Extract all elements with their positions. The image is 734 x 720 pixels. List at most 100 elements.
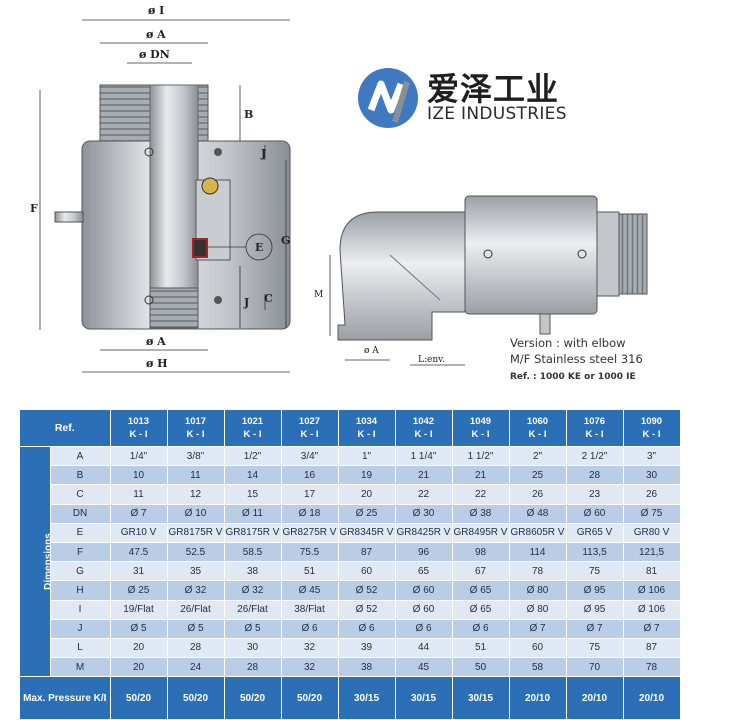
- label-phi-a-elbow: ø A: [364, 346, 379, 356]
- table-cell: 60: [338, 561, 396, 582]
- table-cell: 98: [452, 542, 510, 563]
- dimensions-side-text: Dimensions: [42, 533, 54, 590]
- label-c: C: [264, 292, 273, 305]
- table-cell: 16: [281, 465, 339, 486]
- table-cell: Ø 18: [281, 504, 339, 524]
- table-cell: GR65 V: [566, 523, 624, 543]
- table-cell: 30: [224, 638, 282, 659]
- table-cell: Ø 75: [623, 504, 681, 524]
- table-cell: Ø 45: [281, 580, 339, 601]
- table-cell: Ø 25: [338, 504, 396, 524]
- table-cell: Ø 65: [452, 580, 510, 601]
- column-sub: K - I: [642, 429, 661, 440]
- table-cell: 26: [509, 484, 567, 505]
- table-cell: 51: [452, 638, 510, 659]
- table-cell: Ø 7: [110, 504, 168, 524]
- column-sub: K - I: [585, 429, 604, 440]
- table-cell: 39: [338, 638, 396, 659]
- table-cell: 1": [338, 446, 396, 467]
- table-cell: GR8605R V: [509, 523, 567, 543]
- row-label: E: [50, 523, 111, 543]
- table-cell: GR80 V: [623, 523, 681, 543]
- max-pressure-cell: 20/10: [623, 676, 681, 720]
- logo-chinese-text: 爱泽工业: [427, 70, 560, 108]
- dimension-lines: [39, 19, 290, 373]
- dimensions-side-label: Dimensions: [20, 446, 54, 678]
- row-label: I: [50, 600, 111, 620]
- note-ref: Ref. : 1000 KE or 1000 IE: [510, 372, 636, 382]
- table-cell: 28: [167, 638, 225, 659]
- max-pressure-cell: 30/15: [338, 676, 396, 720]
- table-cell: 65: [395, 561, 453, 582]
- table-cell: 58: [509, 657, 567, 678]
- column-code: 1042: [412, 416, 435, 427]
- table-cell: 81: [623, 561, 681, 582]
- table-cell: Ø 32: [167, 580, 225, 601]
- table-cell: GR8345R V: [338, 523, 396, 543]
- column-header: 1090 K - I: [623, 410, 681, 447]
- column-sub: K - I: [186, 429, 205, 440]
- table-cell: 25: [509, 465, 567, 486]
- table-cell: 47.5: [110, 542, 168, 563]
- row-label: C: [50, 484, 111, 505]
- column-sub: K - I: [300, 429, 319, 440]
- table-cell: Ø 65: [452, 600, 510, 620]
- table-cell: Ø 48: [509, 504, 567, 524]
- max-pressure-cell: 30/15: [452, 676, 510, 720]
- table-cell: GR8275R V: [281, 523, 339, 543]
- max-pressure-cell: 50/20: [281, 676, 339, 720]
- max-pressure-cell: 20/10: [566, 676, 624, 720]
- table-cell: Ø 52: [338, 580, 396, 601]
- table-cell: 1 1/2": [452, 446, 510, 467]
- table-cell: 1/4": [110, 446, 168, 467]
- table-cell: GR10 V: [110, 523, 168, 543]
- column-sub: K - I: [129, 429, 148, 440]
- table-cell: 14: [224, 465, 282, 486]
- row-label: F: [50, 542, 111, 563]
- label-phi-a-bottom: ø A: [146, 335, 166, 348]
- table-cell: Ø 60: [566, 504, 624, 524]
- table-cell: Ø 60: [395, 600, 453, 620]
- table-cell: 52.5: [167, 542, 225, 563]
- row-label: H: [50, 580, 111, 601]
- table-cell: 15: [224, 484, 282, 505]
- column-code: 1060: [526, 416, 549, 427]
- table-cell: Ø 5: [167, 619, 225, 639]
- table-cell: Ø 38: [452, 504, 510, 524]
- table-cell: 31: [110, 561, 168, 582]
- table-cell: GR8425R V: [395, 523, 453, 543]
- table-cell: 1/2": [224, 446, 282, 467]
- table-cell: Ø 106: [623, 600, 681, 620]
- column-code: 1076: [583, 416, 606, 427]
- label-phi-i: ø I: [148, 4, 164, 17]
- table-cell: 32: [281, 638, 339, 659]
- table-cell: 2": [509, 446, 567, 467]
- table-cell: Ø 80: [509, 580, 567, 601]
- table-cell: 38/Flat: [281, 600, 339, 620]
- max-pressure-cell: 30/15: [395, 676, 453, 720]
- label-phi-dn: ø DN: [139, 48, 170, 61]
- table-cell: 75: [566, 638, 624, 659]
- company-logo: 爱泽工业 IZE INDUSTRIES: [357, 60, 617, 140]
- table-cell: 58.5: [224, 542, 282, 563]
- rotary-joint-section: [54, 84, 291, 330]
- table-cell: 87: [623, 638, 681, 659]
- table-cell: 45: [395, 657, 453, 678]
- table-cell: Ø 7: [623, 619, 681, 639]
- table-cell: GR8175R V: [224, 523, 282, 543]
- column-code: 1090: [640, 416, 663, 427]
- table-cell: 21: [395, 465, 453, 486]
- table-cell: Ø 95: [566, 600, 624, 620]
- table-cell: Ø 6: [452, 619, 510, 639]
- max-pressure-label: Max. Pressure K/I: [20, 676, 111, 720]
- table-cell: 26: [623, 484, 681, 505]
